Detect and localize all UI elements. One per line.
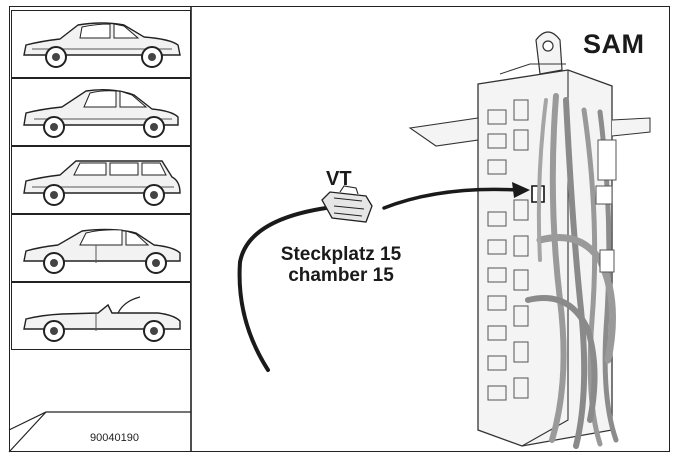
vehicle-thumb-coupe: [11, 78, 191, 146]
vehicle-thumb-convertible: [11, 282, 191, 350]
vehicle-thumb-wagon: [11, 146, 191, 214]
reference-number: 90040190: [90, 432, 139, 444]
mounting-bracket: [535, 31, 563, 75]
slot-label: Steckplatz 15 chamber 15: [262, 244, 420, 286]
insertion-arrow: [382, 187, 520, 210]
coupe-2door-car-icon: [23, 228, 181, 274]
slot-label-en: chamber 15: [288, 265, 394, 286]
sedan-car-icon: [23, 22, 181, 68]
wagon-car-icon: [23, 160, 181, 206]
module-label: SAM: [583, 29, 645, 59]
convertible-car-icon: [23, 296, 181, 342]
vehicle-thumb-sedan: [11, 10, 191, 78]
vt-connector: [321, 185, 373, 223]
connector-label: VT: [326, 168, 352, 190]
vt-cable: [237, 206, 328, 372]
wiring-harness: [525, 93, 619, 449]
vehicle-thumb-coupe-2door: [11, 214, 191, 282]
diagram-frame: [9, 6, 670, 452]
side-tab: [408, 117, 479, 147]
slot-label-de: Steckplatz 15: [280, 244, 402, 265]
coupe-car-icon: [23, 88, 179, 138]
sam-module: [408, 31, 651, 447]
arrow-head-icon: [512, 182, 530, 198]
reference-tab: [8, 411, 191, 453]
